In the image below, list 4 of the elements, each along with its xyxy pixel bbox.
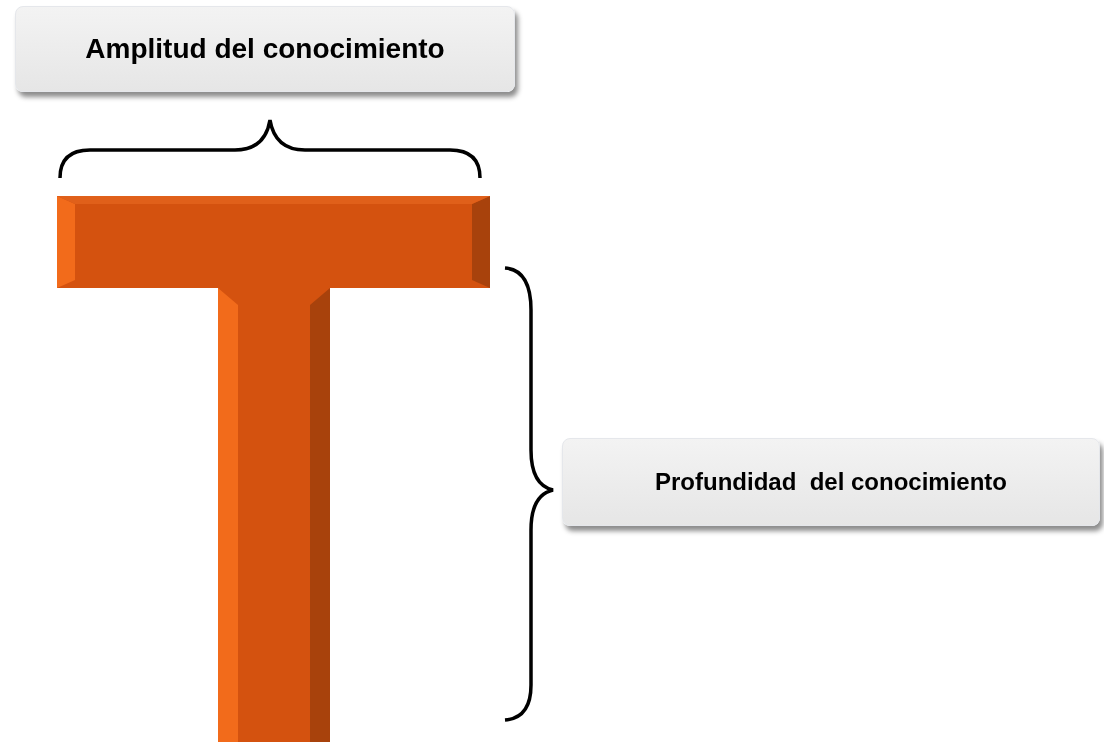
label-box xyxy=(15,6,515,92)
label-text: Amplitud del conocimiento xyxy=(85,32,445,66)
label-text: Profundidad del conocimiento xyxy=(655,467,1007,497)
label-box xyxy=(562,438,1100,526)
